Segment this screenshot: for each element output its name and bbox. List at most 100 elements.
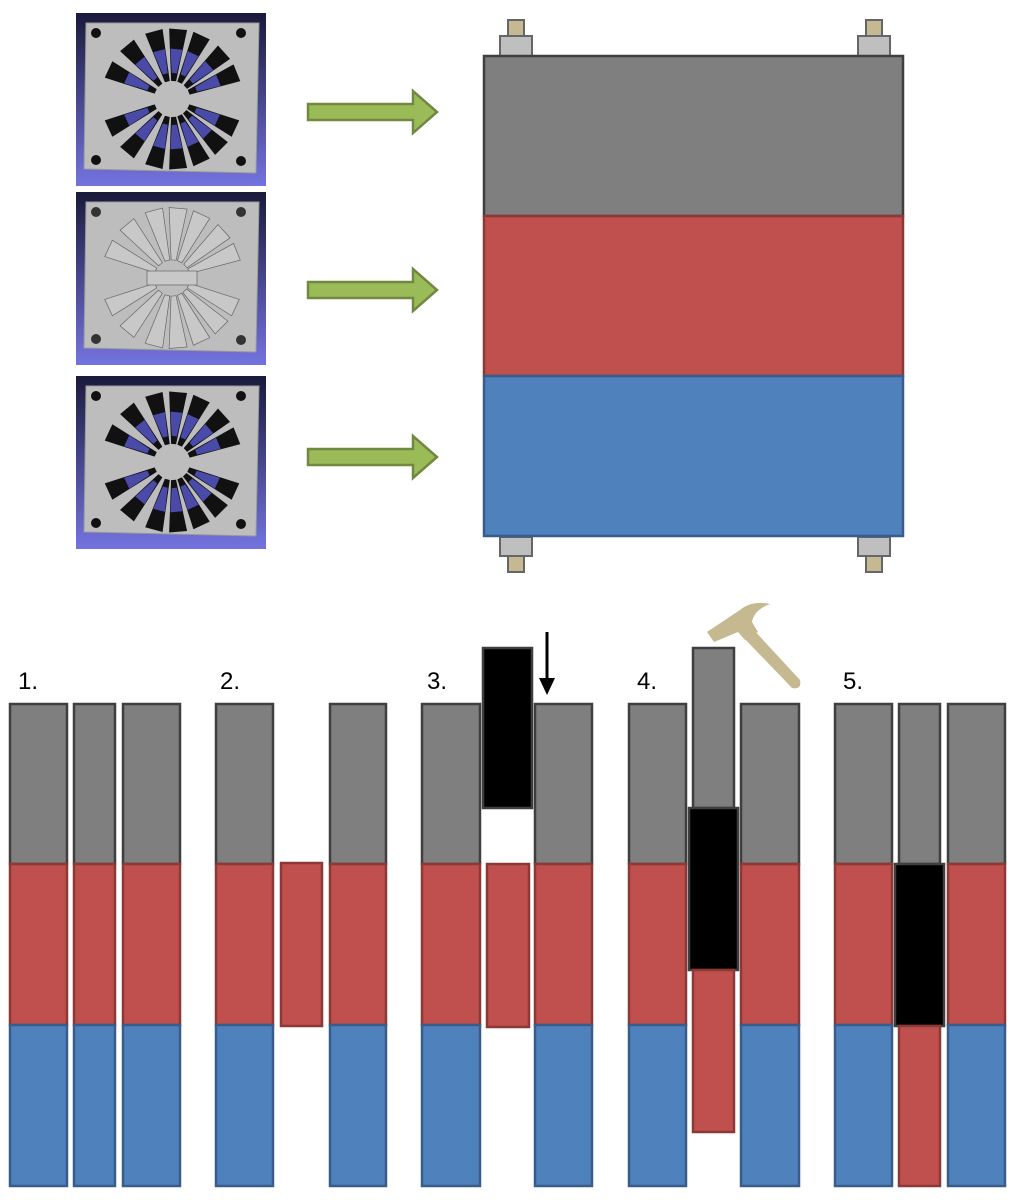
hammer-icon	[707, 602, 801, 689]
column-red	[946, 862, 1007, 1027]
column-blue	[533, 1023, 594, 1188]
slot-insert	[153, 486, 168, 512]
slot-insert	[135, 419, 158, 444]
plate-image-3	[76, 376, 266, 549]
mounting-hole	[91, 334, 101, 344]
column-blue	[420, 1023, 482, 1188]
middle-gray	[691, 646, 736, 810]
column-red	[328, 862, 388, 1027]
slot-outline	[119, 218, 163, 267]
removed-red-piece	[485, 862, 531, 1029]
column-red	[72, 862, 117, 1027]
black-insert	[687, 806, 740, 972]
column-gray	[739, 702, 801, 866]
middle-red	[691, 968, 736, 1134]
column-blue	[328, 1023, 388, 1188]
slot-outline	[168, 207, 188, 261]
removed-red-piece	[279, 861, 324, 1028]
slot-outline	[104, 282, 158, 317]
column-red	[627, 862, 688, 1027]
column-gray	[533, 702, 594, 866]
column-red	[121, 862, 182, 1027]
mounting-hole	[91, 28, 101, 38]
slot-insert	[124, 435, 150, 454]
stack-blue-layer	[482, 374, 905, 538]
nut-bottom	[857, 536, 891, 557]
slot-outline	[168, 295, 188, 349]
slot-insert	[124, 107, 150, 126]
column-red	[214, 862, 275, 1027]
nut-top	[857, 35, 891, 57]
slot-insert	[153, 412, 168, 438]
column-red	[739, 862, 801, 1027]
slot-insert	[153, 123, 168, 149]
bolt-bottom	[507, 555, 525, 573]
slot-outline	[119, 289, 163, 338]
column-gray	[627, 702, 688, 866]
step-label-2: 2.	[220, 668, 241, 695]
slot-outline	[183, 223, 231, 269]
plate-image-1	[76, 13, 266, 186]
mounting-hole	[236, 156, 246, 166]
column-red	[420, 862, 482, 1027]
slot-insert	[170, 487, 183, 513]
stack-gray-layer	[482, 54, 905, 218]
column-blue	[833, 1023, 894, 1188]
slot-insert	[153, 49, 168, 75]
slot-insert	[180, 414, 199, 440]
stack-red-layer	[482, 214, 905, 378]
arrow-3	[306, 433, 439, 481]
black-insert	[893, 862, 946, 1028]
slot-insert	[124, 470, 150, 489]
column-blue	[121, 1023, 182, 1188]
slot-insert	[135, 480, 158, 505]
column-blue	[8, 1023, 69, 1188]
slot-outline	[144, 207, 171, 262]
down-arrow-head	[539, 678, 555, 695]
column-gray	[214, 702, 275, 866]
hammer-head	[707, 602, 770, 642]
mounting-hole	[236, 28, 246, 38]
slot-insert	[135, 56, 158, 81]
slot-insert	[170, 411, 183, 437]
slot-insert	[180, 51, 199, 77]
nut-bottom	[499, 536, 533, 557]
slot-outline	[144, 294, 171, 349]
column-red	[833, 862, 894, 1027]
slot-insert	[188, 115, 212, 139]
column-gray	[946, 702, 1007, 866]
column-blue	[627, 1023, 688, 1188]
slot-outline	[176, 210, 211, 264]
step-label-5: 5.	[843, 668, 864, 695]
nut-top	[499, 35, 533, 57]
column-gray	[8, 702, 69, 866]
plate-image-2	[76, 192, 266, 365]
slot-insert	[188, 478, 212, 502]
middle-red	[897, 1024, 942, 1188]
bolt-top	[507, 19, 525, 37]
column-blue	[214, 1023, 275, 1188]
arrow-1	[306, 88, 439, 136]
mounting-hole	[236, 391, 246, 401]
column-blue	[72, 1023, 117, 1188]
mounting-hole	[91, 391, 101, 401]
step-label-1: 1.	[18, 668, 39, 695]
slot-outline	[182, 288, 229, 335]
column-gray	[420, 702, 482, 866]
slot-insert	[189, 424, 214, 447]
column-gray	[121, 702, 182, 866]
column-red	[533, 862, 594, 1027]
arrow-2	[306, 266, 439, 314]
step-label-3: 3.	[427, 668, 448, 695]
mounting-hole	[236, 207, 246, 217]
slot-outline	[187, 242, 241, 274]
step-label-4: 4.	[637, 668, 658, 695]
column-blue	[946, 1023, 1007, 1188]
slot-insert	[124, 72, 150, 91]
slot-insert	[194, 470, 220, 489]
slot-insert	[135, 117, 158, 142]
bolt-top	[865, 19, 883, 37]
column-gray	[72, 702, 117, 866]
slot-insert	[195, 74, 221, 92]
